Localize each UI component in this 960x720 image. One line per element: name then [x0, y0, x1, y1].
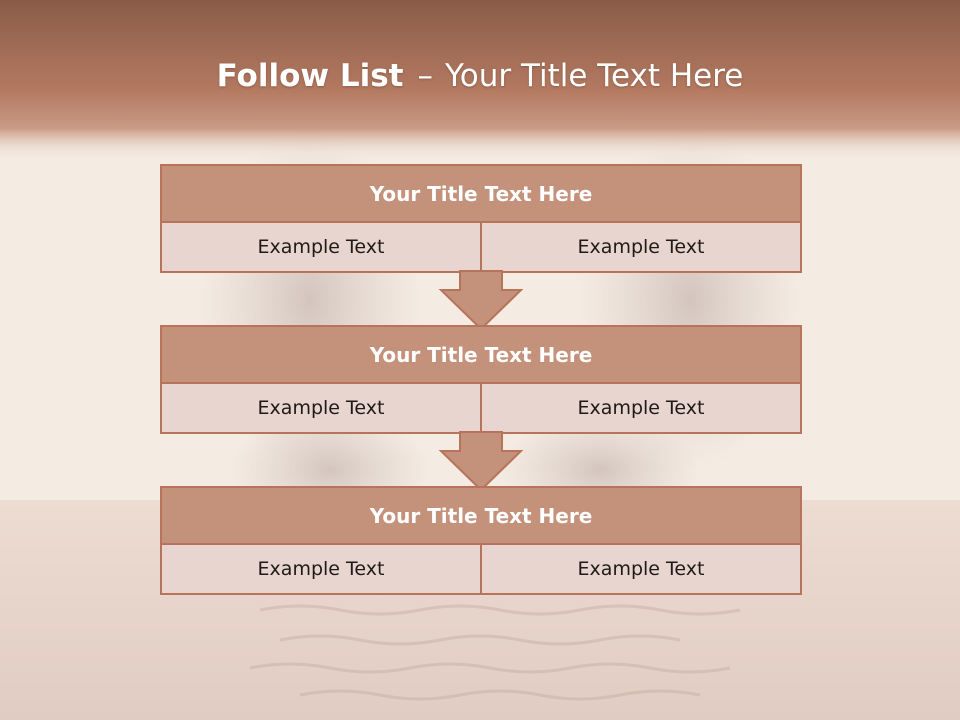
block-title: Your Title Text Here — [162, 327, 800, 384]
block-cell-left: Example Text — [257, 397, 385, 419]
block-cell-right: Example Text — [480, 545, 800, 593]
block-cell-right: Example Text — [480, 384, 800, 432]
title-separator: – — [417, 58, 433, 94]
block-cell-left: Example Text — [257, 236, 385, 258]
slide-title: Follow List – Your Title Text Here — [0, 50, 960, 102]
block-title: Your Title Text Here — [162, 488, 800, 545]
list-block-2: Your Title Text Here Example Text Exampl… — [160, 325, 802, 434]
down-arrow-icon — [438, 431, 524, 492]
block-cell-left: Example Text — [257, 558, 385, 580]
title-bold-text: Follow List — [216, 58, 404, 94]
list-block-1: Your Title Text Here Example Text Exampl… — [160, 164, 802, 273]
block-title: Your Title Text Here — [162, 166, 800, 223]
block-cell-right: Example Text — [480, 223, 800, 271]
title-rest-text: Your Title Text Here — [444, 58, 744, 94]
down-arrow-icon — [438, 270, 524, 331]
list-block-3: Your Title Text Here Example Text Exampl… — [160, 486, 802, 595]
